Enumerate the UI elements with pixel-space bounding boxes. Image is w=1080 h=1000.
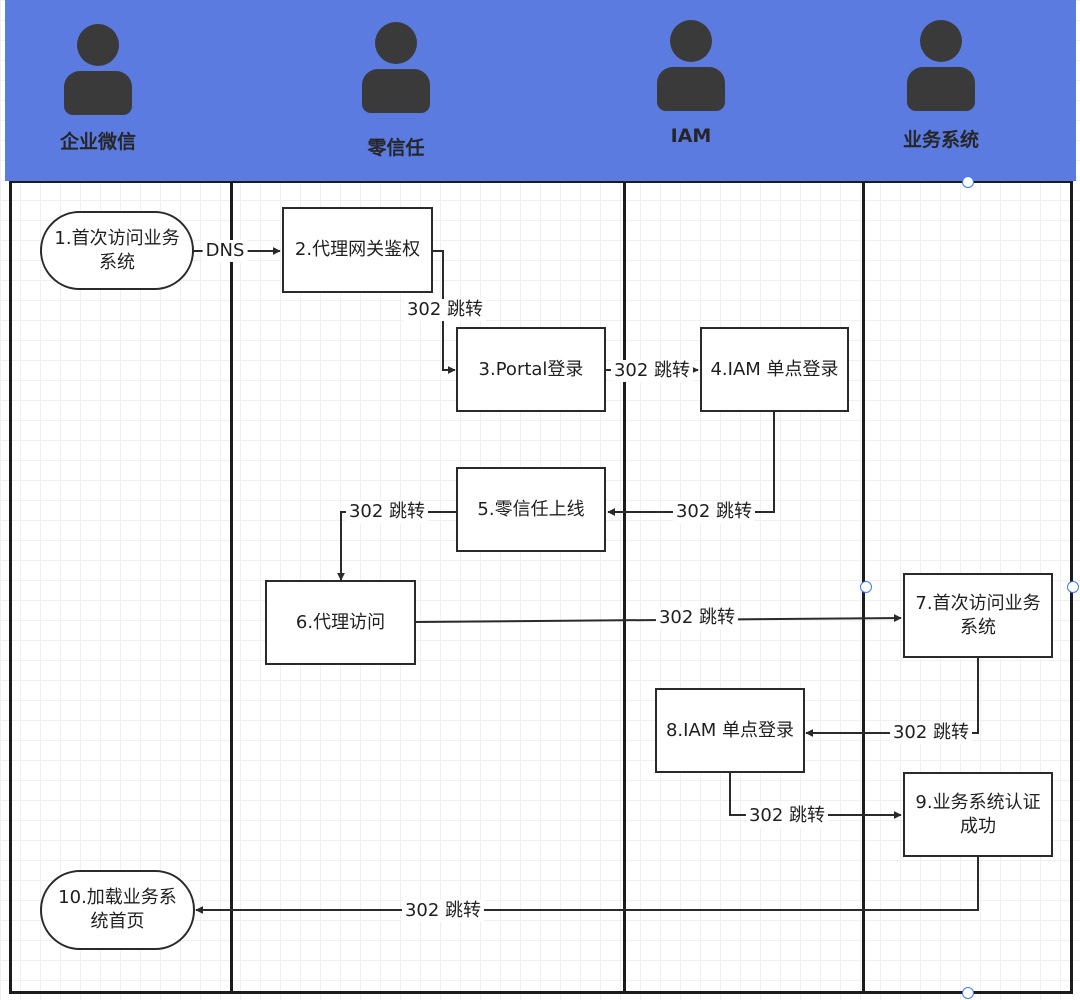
edge-label-dns: DNS (202, 240, 248, 262)
person-icon (77, 24, 119, 66)
edge-7-8 (805, 658, 979, 737)
step-9-node[interactable]: 9.业务系统认证成功 (903, 772, 1053, 857)
actor-zerotrust: 零信任 (346, 22, 446, 160)
edge-label-9-10: 302 跳转 (401, 900, 485, 922)
resize-handle[interactable] (860, 581, 872, 593)
edge-label-2-3: 302 跳转 (403, 299, 487, 321)
edge-4-5 (607, 412, 775, 516)
lane-label-business: 业务系统 (902, 129, 979, 151)
edge-8-9 (729, 773, 902, 819)
resize-handle[interactable] (1067, 581, 1079, 593)
edge-label-5-6: 302 跳转 (345, 501, 429, 523)
step-5-node[interactable]: 5.零信任上线 (456, 467, 606, 552)
step-1-node[interactable]: 1.首次访问业务系统 (40, 211, 194, 290)
step-7-node[interactable]: 7.首次访问业务系统 (903, 573, 1053, 658)
person-icon (375, 22, 417, 64)
edge-label-6-7: 302 跳转 (655, 607, 739, 629)
actor-iam: IAM (641, 20, 741, 147)
step-6-node[interactable]: 6.代理访问 (265, 580, 416, 665)
actor-wecom: 企业微信 (48, 24, 148, 154)
person-icon (920, 20, 962, 62)
lane-bottom-border (9, 991, 1073, 994)
step-10-node[interactable]: 10.加载业务系统首页 (40, 870, 195, 950)
step-2-node[interactable]: 2.代理网关鉴权 (282, 207, 433, 293)
resize-handle[interactable] (962, 987, 974, 999)
lane-label-iam: IAM (670, 125, 712, 147)
resize-handle[interactable] (962, 176, 974, 188)
lane-border (230, 181, 233, 994)
lane-top-border (9, 181, 1073, 183)
lane-border (9, 181, 12, 994)
edge-label-3-4: 302 跳转 (610, 360, 694, 382)
lane-label-wecom: 企业微信 (59, 131, 136, 153)
step-8-node[interactable]: 8.IAM 单点登录 (655, 688, 805, 773)
step-4-node[interactable]: 4.IAM 单点登录 (700, 327, 849, 412)
edge-label-4-5: 302 跳转 (672, 501, 756, 523)
lane-border (623, 181, 626, 994)
person-icon (670, 20, 712, 62)
lane-header-banner (5, 0, 1076, 181)
edge-label-7-8: 302 跳转 (889, 722, 973, 744)
step-3-node[interactable]: 3.Portal登录 (456, 327, 606, 412)
edge-9-10 (195, 857, 979, 914)
actor-business: 业务系统 (891, 20, 991, 152)
lane-label-zerotrust: 零信任 (367, 137, 425, 159)
edge-label-8-9: 302 跳转 (745, 805, 829, 827)
